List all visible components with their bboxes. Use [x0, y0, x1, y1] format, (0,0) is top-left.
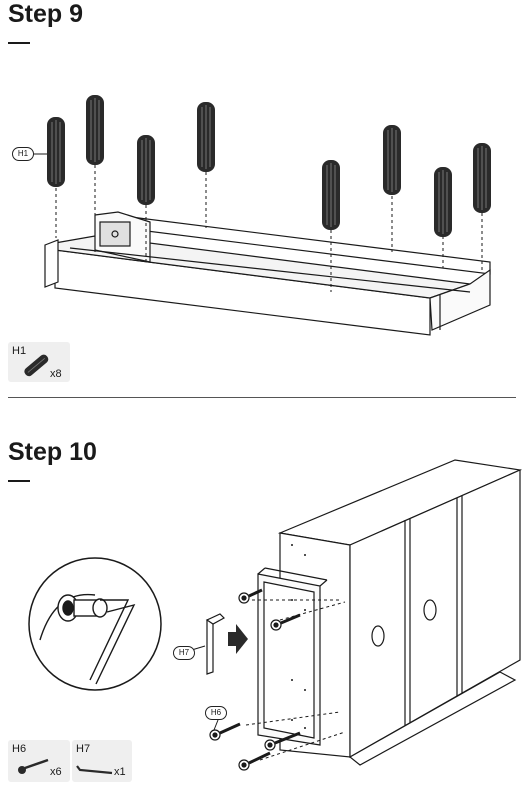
step-10-underline — [8, 480, 30, 482]
part-box-h7: H7 x1 — [72, 740, 132, 782]
part-code: H6 — [12, 743, 27, 755]
callout-h1: H1 — [12, 147, 34, 161]
step-9-underline — [8, 42, 30, 44]
part-code: H1 — [12, 345, 27, 357]
allen-key-icon — [76, 765, 113, 775]
allen-key-icon — [205, 613, 225, 675]
step-10-title: Step 10 — [8, 438, 97, 466]
step-9-title: Step 9 — [8, 0, 84, 28]
part-qty: x1 — [114, 766, 126, 778]
part-qty: x6 — [50, 766, 62, 778]
part-box-h1: H1 x8 — [8, 342, 70, 382]
callout-h7: H7 — [173, 646, 195, 660]
arrow-icon — [228, 624, 248, 654]
part-code: H7 — [76, 743, 91, 755]
callout-h6: H6 — [205, 706, 227, 720]
part-box-h6: H6 x6 — [8, 740, 70, 782]
part-qty: x8 — [50, 368, 62, 380]
step-9-illustration — [32, 94, 492, 336]
dowel-icon — [24, 354, 49, 377]
step-10-illustration — [28, 459, 523, 771]
screw-icon — [18, 758, 49, 774]
step-divider — [8, 397, 516, 398]
